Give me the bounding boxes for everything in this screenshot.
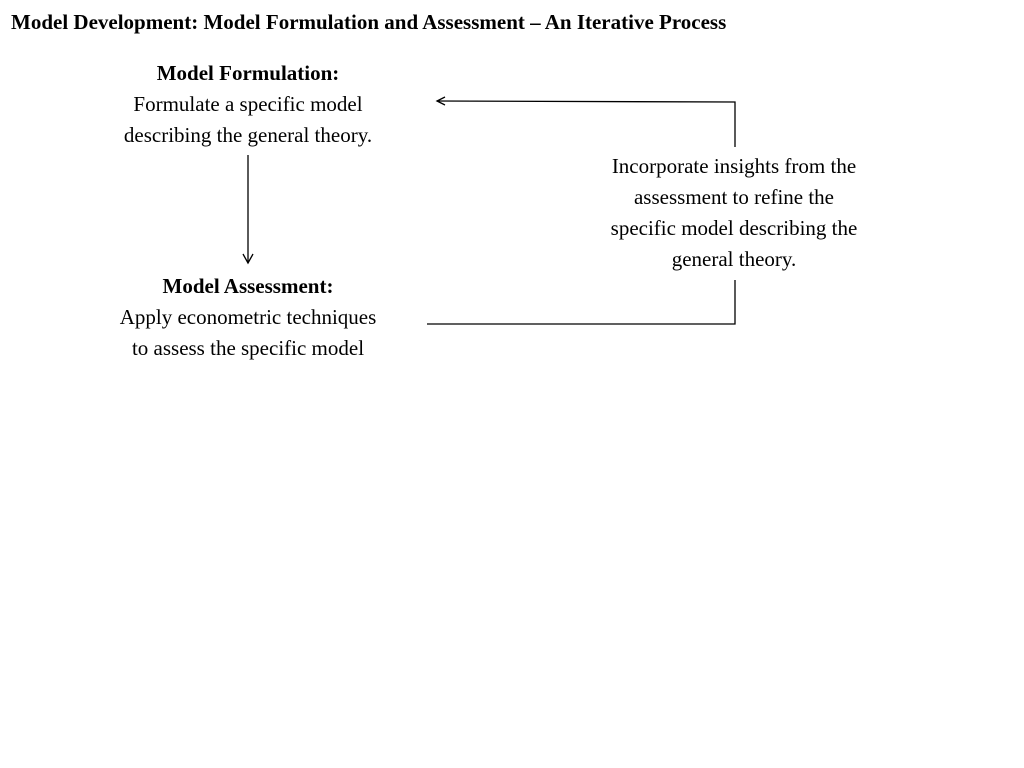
model-assessment-text-line-2: to assess the specific model	[131, 336, 365, 360]
feedback-loop-line	[427, 280, 736, 325]
refinement-text-line-1: Incorporate insights from the	[611, 154, 857, 178]
refinement-text-line-2: assessment to refine the	[633, 185, 835, 209]
refinement-text-line-4: general theory.	[671, 247, 797, 271]
page-title: Model Development: Model Formulation and…	[11, 10, 727, 34]
model-formulation-text-line-1: Formulate a specific model	[133, 92, 363, 116]
model-formulation-heading: Model Formulation:	[156, 61, 340, 85]
model-formulation-text-line-2: describing the general theory.	[123, 123, 373, 147]
refinement-text-line-3: specific model describing the	[610, 216, 858, 240]
model-formulation-box: Model Formulation: Formulate a specific …	[68, 58, 428, 151]
down-arrow	[242, 155, 254, 265]
feedback-return-arrow	[435, 96, 736, 147]
model-assessment-heading: Model Assessment:	[162, 274, 334, 298]
model-assessment-box: Model Assessment: Apply econometric tech…	[68, 271, 428, 364]
refinement-feedback-box: Incorporate insights from the assessment…	[564, 151, 904, 275]
model-assessment-text-line-1: Apply econometric techniques	[119, 305, 377, 329]
